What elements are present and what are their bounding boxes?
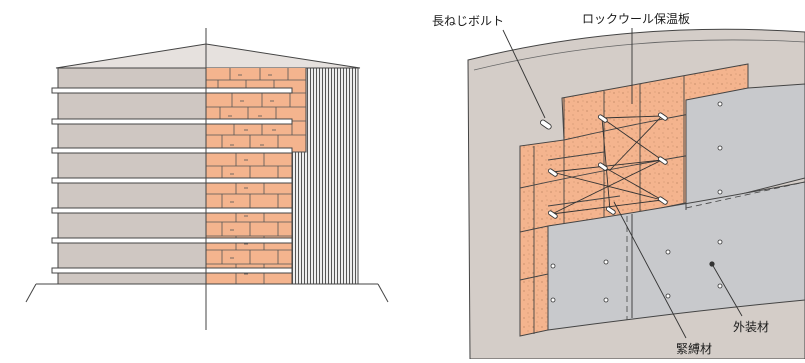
tank-elevation xyxy=(25,28,389,330)
leader-lines xyxy=(502,28,743,339)
cladding-screws xyxy=(550,101,723,303)
fastener-wires xyxy=(551,115,663,215)
cladding-panel-lower xyxy=(547,181,805,331)
bolt-pins xyxy=(540,112,668,219)
tank-roof xyxy=(55,43,361,69)
label-bolt: 長ねじボルト xyxy=(432,14,505,28)
insulation-area xyxy=(206,68,306,284)
detail-view xyxy=(467,28,805,359)
stiffener-rings xyxy=(51,87,293,274)
label-insulation: ロックウール保温板 xyxy=(582,12,691,26)
label-cladding: 外装材 xyxy=(733,320,770,334)
label-fastener: 緊縛材 xyxy=(676,342,713,356)
